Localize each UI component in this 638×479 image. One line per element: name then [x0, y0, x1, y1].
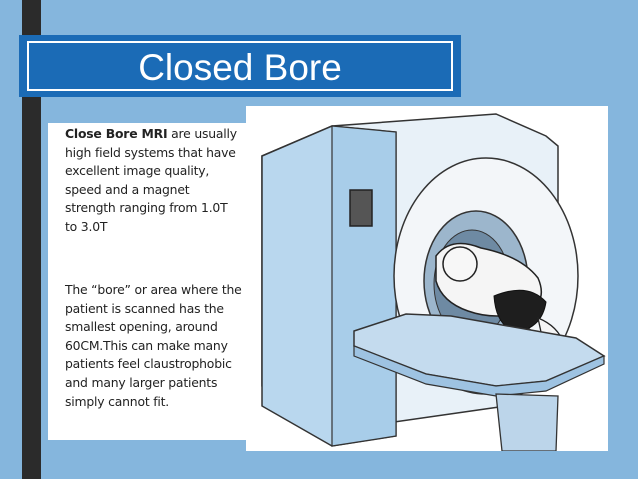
control-window	[349, 189, 373, 227]
title-frame: Closed Bore	[27, 41, 453, 91]
paragraph-bold-term: Close Bore MRI	[65, 126, 168, 141]
paragraph-body: are usually high field systems that have…	[65, 126, 237, 234]
mri-scanner-drawing	[261, 113, 606, 451]
patient-shorts	[493, 289, 547, 333]
mri-illustration	[246, 106, 608, 451]
slide-title: Closed Bore	[138, 46, 342, 88]
patient-head	[442, 246, 478, 282]
text-panel: Close Bore MRI are usually high field sy…	[48, 123, 246, 440]
left-accent-bar	[22, 0, 41, 479]
table-base	[495, 393, 559, 451]
paragraph-mri-description: Close Bore MRI are usually high field sy…	[65, 125, 243, 237]
paragraph-bore-description: The “bore” or area where the patient is …	[65, 282, 242, 409]
title-banner: Closed Bore	[19, 35, 461, 97]
